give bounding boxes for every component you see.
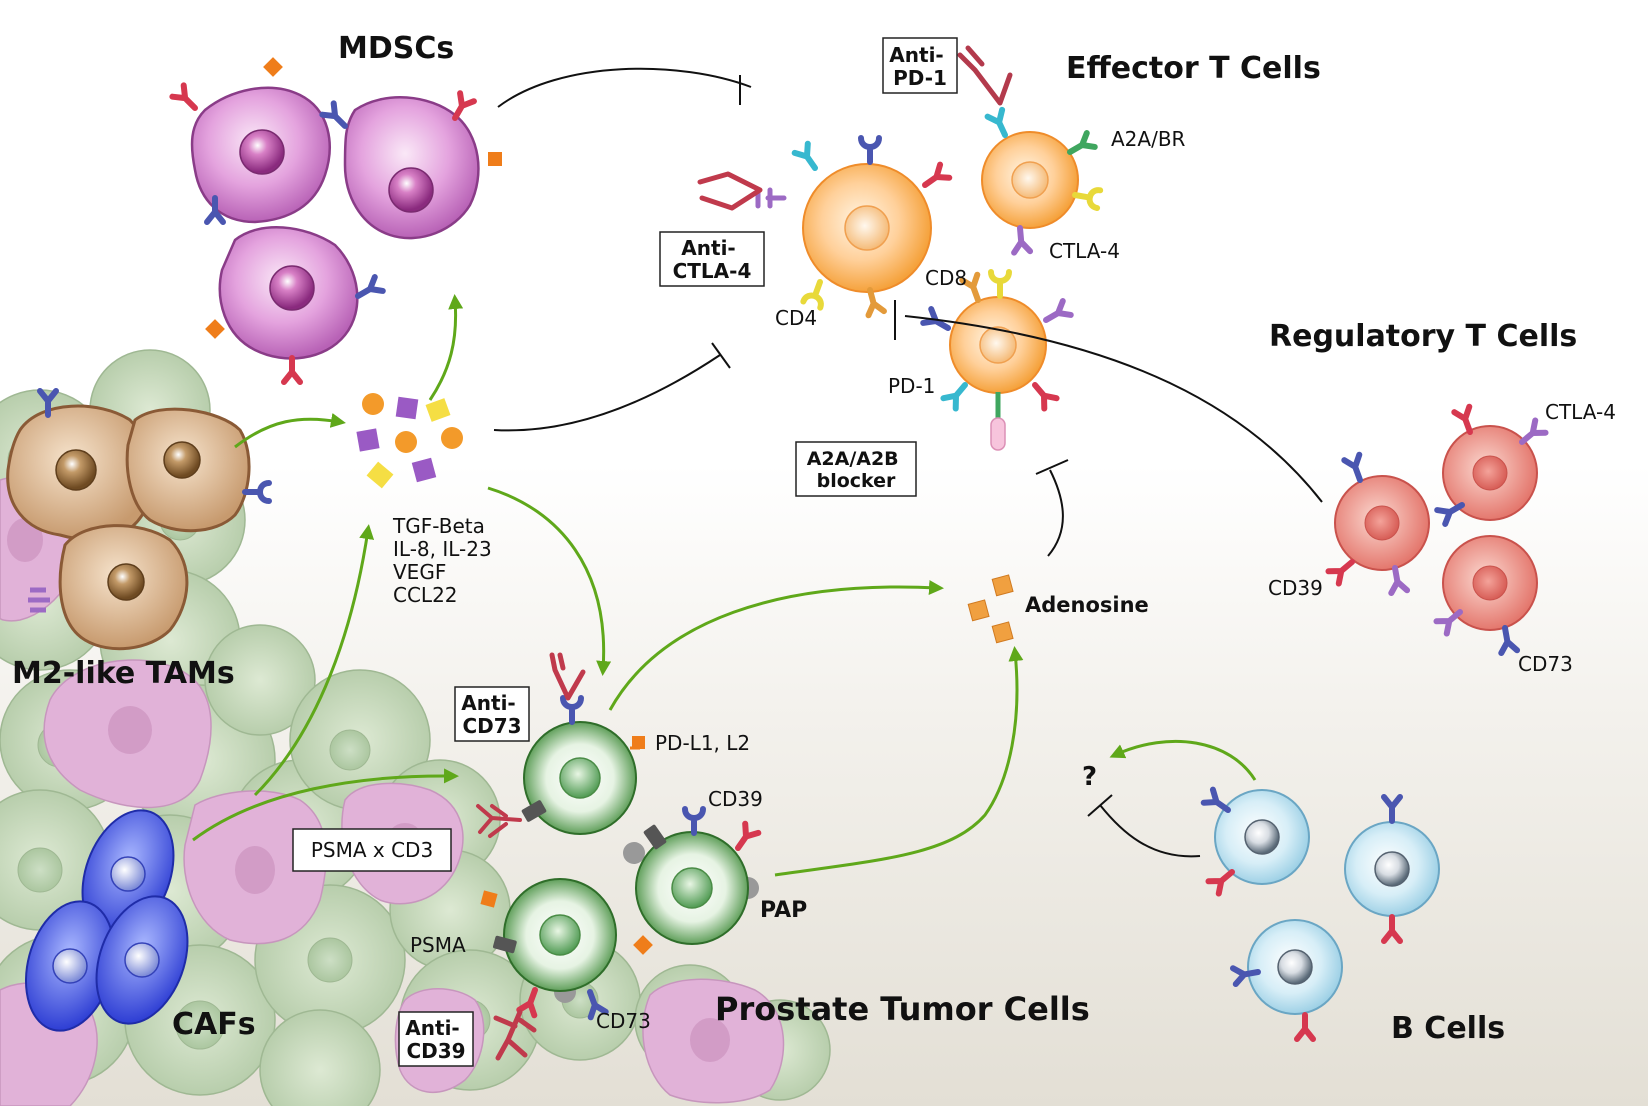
psma-label: PSMA (410, 933, 466, 957)
cytokine-cluster: TGF-Beta IL-8, IL-23 VEGF CCL22 (356, 393, 498, 607)
drug-box-a2a-blocker: A2A/A2B blocker (795, 441, 917, 497)
cytokine-list: TGF-Beta IL-8, IL-23 VEGF CCL22 (392, 514, 498, 607)
question-mark-label: ? (1082, 762, 1097, 792)
psma-cd3-label: PSMA x CD3 (311, 838, 433, 862)
inhibit-mdscs-to-t (497, 67, 752, 108)
svg-text:Anti- CD73: Anti- CD73 (461, 691, 522, 738)
a2a-br-label: A2A/BR (1111, 127, 1186, 151)
anti-pd1-line2: PD-1 (893, 66, 947, 90)
drug-box-anti-cd39: Anti- CD39 (398, 1011, 474, 1067)
anti-ctla4-antibody (697, 171, 763, 211)
prostate-tumor-cells: Prostate Tumor Cells PD-L1, L2 CD39 PAP … (410, 652, 1090, 1061)
svg-text:Anti- PD-1: Anti- PD-1 (889, 43, 950, 90)
m2-tam-cells: M2-like TAMs (6, 391, 269, 691)
arrow-cytokines-to-tumor (487, 486, 612, 676)
cafs-title: CAFs (172, 1007, 256, 1042)
effector-t-cells: Effector T Cells A2A/BR CTLA-4 CD8 CD4 P… (697, 45, 1321, 451)
arrow-pap-to-adenosine (774, 646, 1024, 877)
arrow-bcells-to-question (1109, 739, 1257, 781)
adenosine-label: Adenosine (1025, 593, 1149, 617)
anti-ctla4-line1: Anti- (681, 236, 735, 260)
cytokine-vegf: VEGF (393, 560, 446, 584)
anti-cd73-line1: Anti- (461, 691, 515, 715)
svg-text:Anti- CD39: Anti- CD39 (405, 1016, 466, 1063)
ctla4-treg-label: CTLA-4 (1545, 400, 1616, 424)
cd73-treg-label: CD73 (1518, 652, 1573, 676)
m2-tams-title: M2-like TAMs (12, 656, 235, 691)
drug-box-anti-ctla4: Anti- CTLA-4 (659, 231, 765, 287)
arrow-cytokines-to-mdscs (428, 294, 464, 401)
inhibit-treg-to-t (904, 315, 1323, 503)
regulatory-t-cells: Regulatory T Cells CTLA-4 CD39 CD73 (1268, 319, 1616, 676)
cytokine-tgf-beta: TGF-Beta (392, 514, 485, 538)
anti-cd39-line1: Anti- (405, 1016, 459, 1040)
pap-label: PAP (760, 898, 807, 923)
b-cells-title: B Cells (1391, 1011, 1505, 1046)
cd39-tumor-label: CD39 (708, 787, 763, 811)
inhibit-adenosine-to-t (1047, 469, 1064, 557)
anti-cd73-line2: CD73 (462, 714, 521, 738)
ctla4-effector-label: CTLA-4 (1049, 239, 1120, 263)
a2a-blocker-line1: A2A/A2B (807, 448, 899, 470)
cd4-label: CD4 (775, 306, 817, 330)
mdscs-title: MDSCs (338, 31, 454, 66)
anti-pd1-antibody (957, 45, 1013, 106)
anti-ctla4-line2: CTLA-4 (673, 259, 752, 283)
activation-arrows (192, 294, 1257, 877)
effector-t-title: Effector T Cells (1066, 51, 1321, 86)
drug-box-psma-cd3: PSMA x CD3 (292, 828, 452, 872)
arrow-tams-to-cytokines-lower (253, 524, 375, 797)
anti-cd39-line2: CD39 (406, 1039, 465, 1063)
pd1-label: PD-1 (888, 374, 935, 398)
arrow-tams-to-cytokines (234, 413, 346, 449)
drug-box-anti-pd1: Anti- PD-1 (882, 37, 958, 94)
caf-cells: CAFs (24, 809, 256, 1042)
svg-text:Anti- CTLA-4: Anti- CTLA-4 (673, 236, 752, 283)
b-cells: B Cells ? (1082, 762, 1505, 1046)
prostate-tumor-title: Prostate Tumor Cells (715, 990, 1090, 1028)
mdsc-cells: MDSCs (172, 31, 502, 382)
inhibition-lines (493, 67, 1323, 858)
svg-text:A2A/A2B blocker: A2A/A2B blocker (807, 448, 906, 492)
cd39-treg-label: CD39 (1268, 576, 1323, 600)
cytokine-il: IL-8, IL-23 (393, 537, 492, 561)
arrow-tumor-to-adenosine (608, 580, 944, 711)
cytokine-ccl22: CCL22 (393, 583, 458, 607)
inhibit-cytokines-to-t (493, 354, 721, 432)
inhibit-bcells-to-question (1099, 804, 1201, 858)
drug-box-anti-cd73: Anti- CD73 (454, 686, 530, 742)
regulatory-t-title: Regulatory T Cells (1269, 319, 1577, 354)
a2a-blocker-line2: blocker (817, 470, 896, 492)
pdl1-label: PD-L1, L2 (655, 731, 750, 755)
adenosine-cluster: Adenosine (967, 574, 1149, 644)
cd73-tumor-label: CD73 (596, 1009, 651, 1033)
cd8-label: CD8 (925, 266, 967, 290)
anti-pd1-line1: Anti- (889, 43, 943, 67)
arrow-cafs-to-tumor (192, 768, 459, 842)
